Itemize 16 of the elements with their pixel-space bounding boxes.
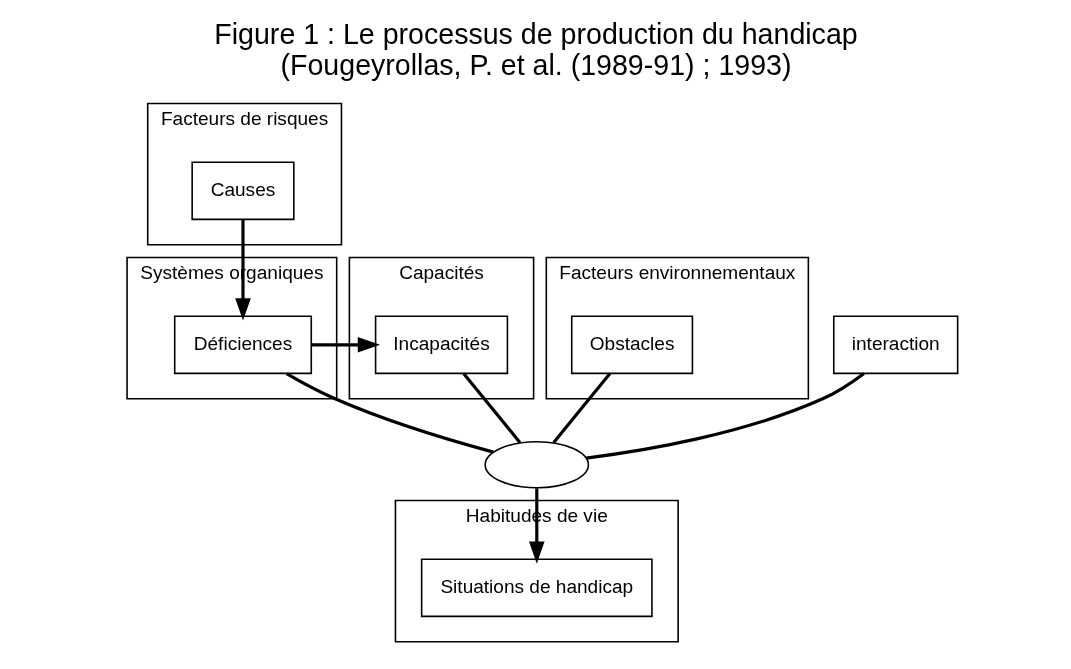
node-box: Déficiences [173,315,312,375]
arrow [234,220,251,321]
node-box: Causes [190,161,295,221]
connector [461,372,521,444]
connector [552,372,611,444]
node-box: Incapacités [374,315,508,375]
connector [585,372,865,460]
node-box: Situations de handicap [420,558,653,618]
node-box: interaction [832,315,958,375]
node-circle [483,440,589,489]
connector [285,372,494,454]
arrow [528,488,545,564]
diagram-title: Figure 1 : Le processus de production du handicap [213,17,858,50]
node-box: Obstacles [570,315,693,375]
arrow [311,337,380,353]
caption: (Fougeyrollas, P. et al. (1989-91) ; 1993) [280,49,791,82]
